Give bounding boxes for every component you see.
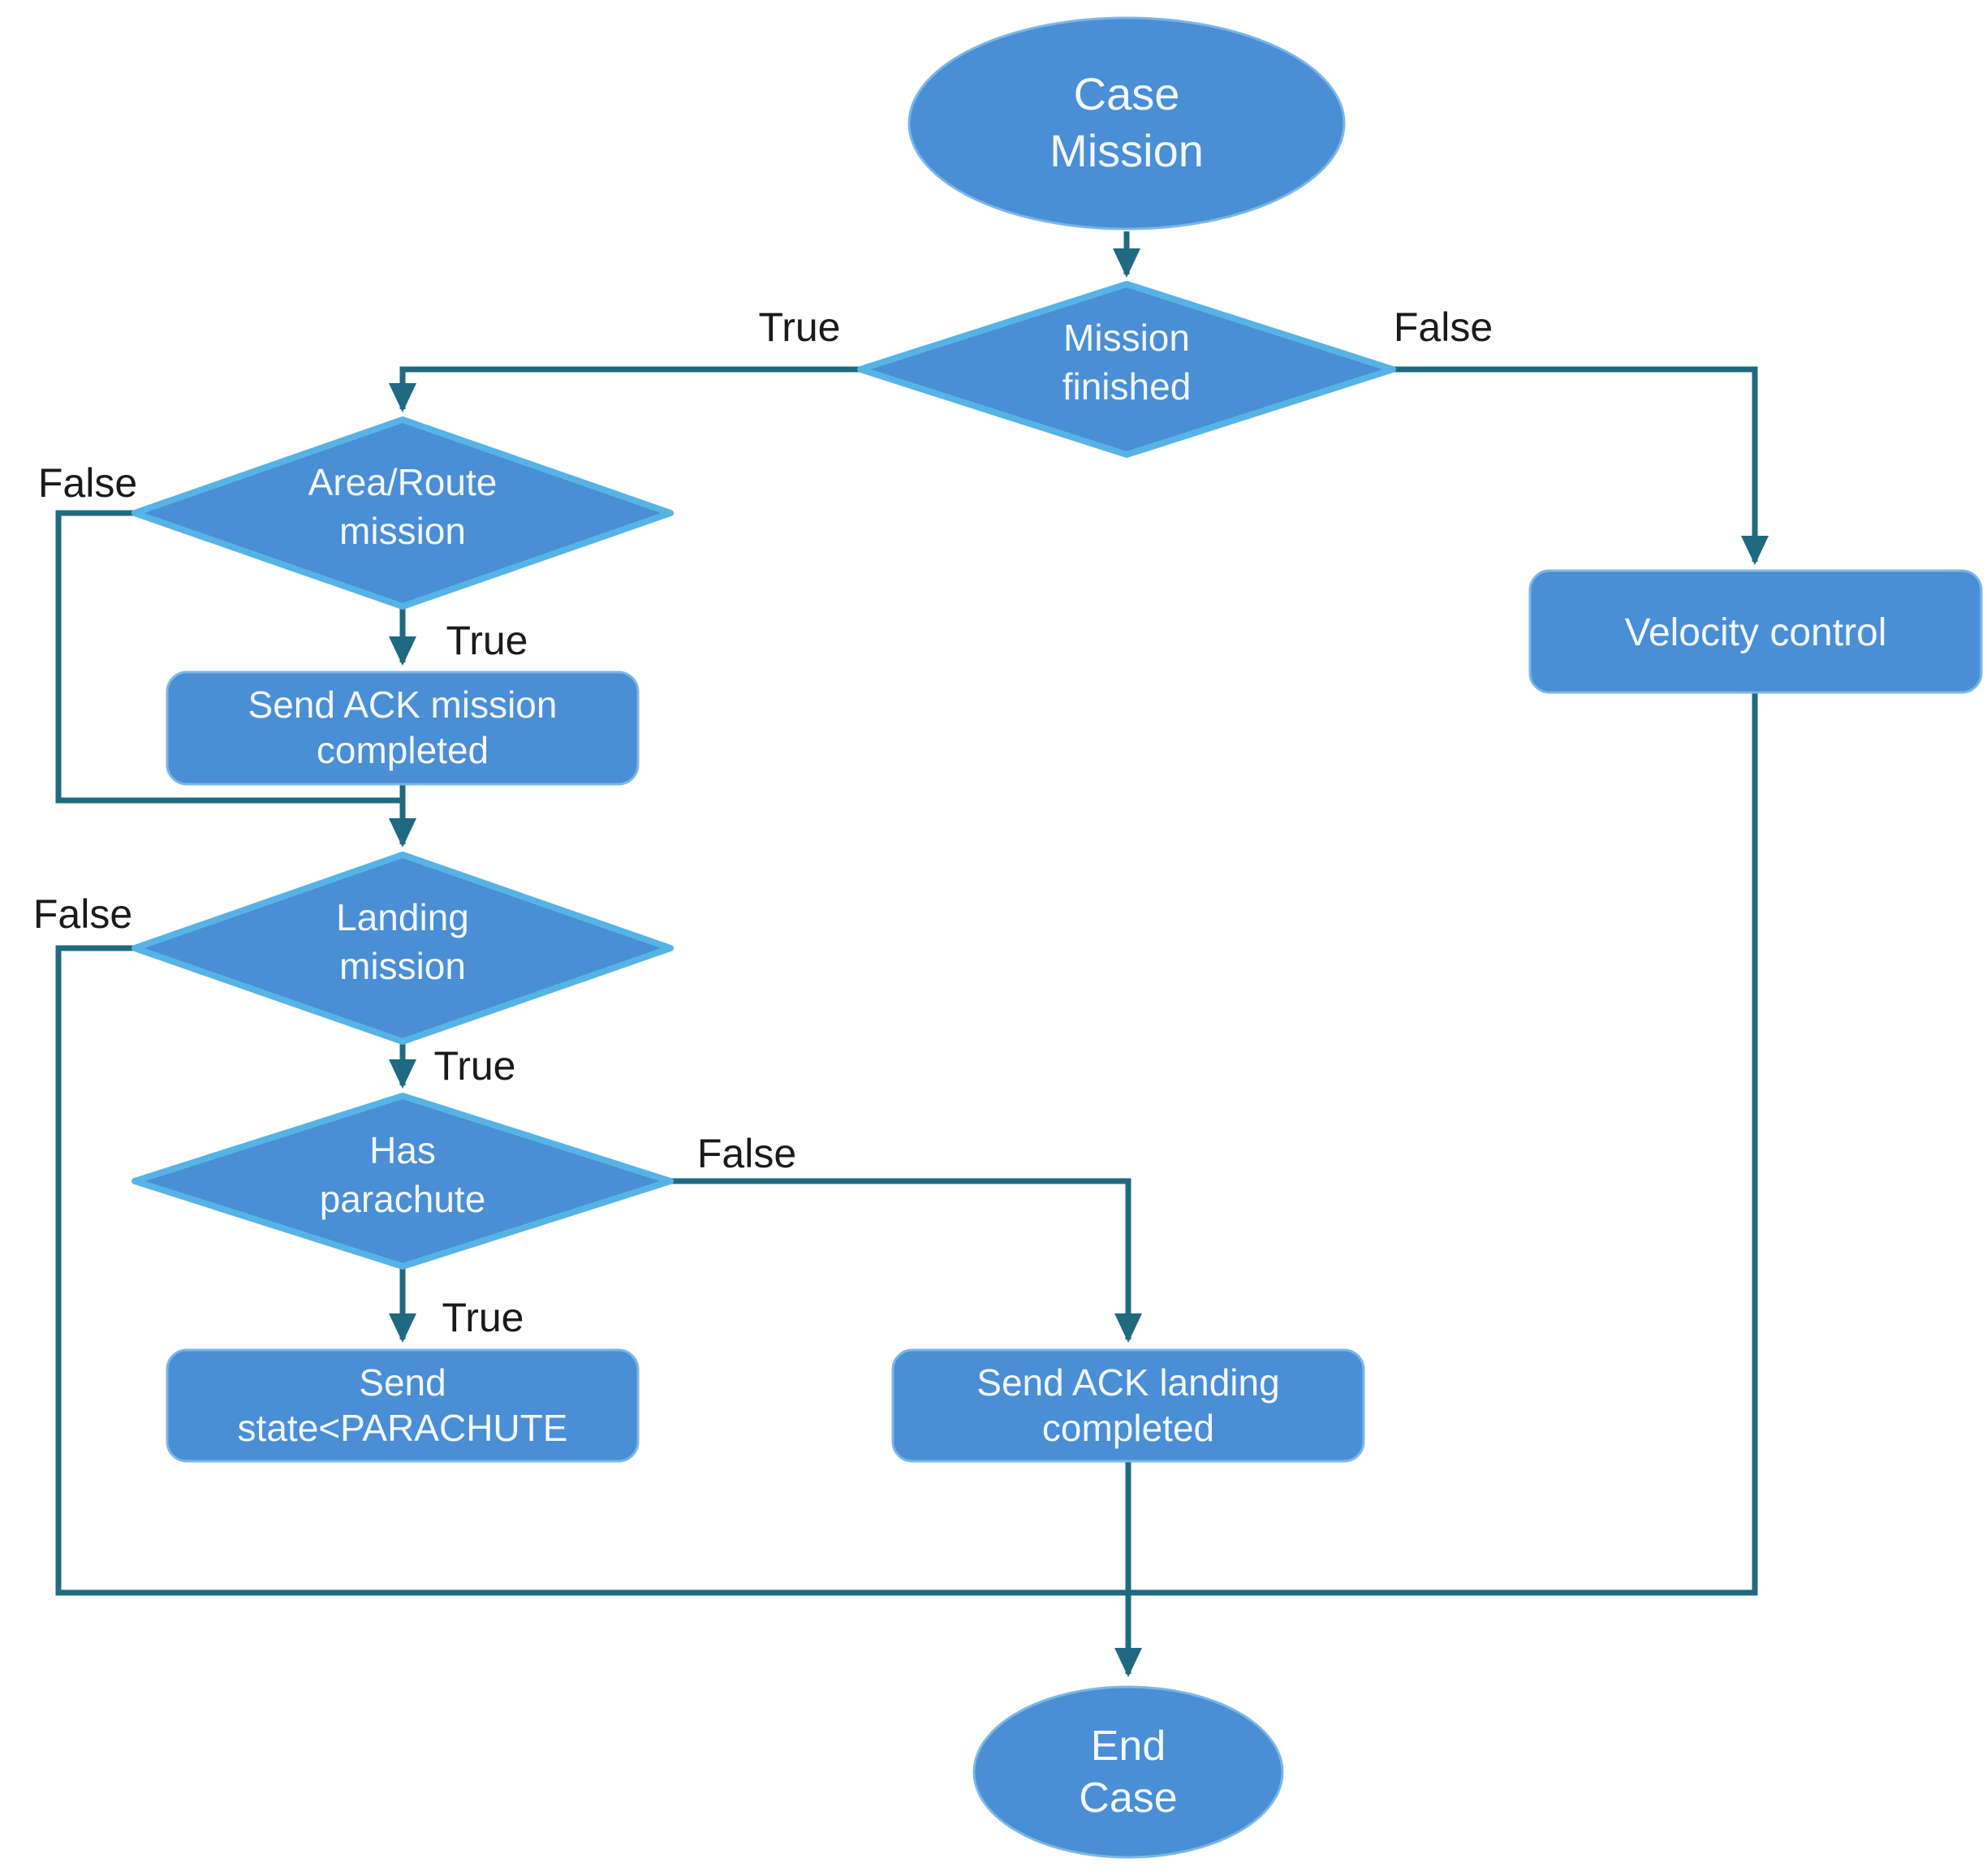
landing-diamond	[131, 852, 674, 1045]
edge-area-false-join	[55, 510, 403, 804]
label-parachute-false: False	[697, 1131, 796, 1176]
has-parachute-diamond	[131, 1093, 674, 1270]
start-label-line2: Mission	[1050, 125, 1204, 176]
send-state-parachute-line2: state<PARACHUTE	[238, 1407, 568, 1449]
start-ellipse	[907, 16, 1346, 231]
node-send-state-parachute: Send state<PARACHUTE	[166, 1348, 640, 1463]
node-area-route: Area/Route mission	[131, 416, 674, 610]
mission-finished-diamond	[857, 281, 1396, 458]
label-mission-true: True	[759, 304, 841, 350]
end-label-line2: Case	[1079, 1775, 1177, 1822]
node-mission-finished: Mission finished	[857, 281, 1396, 458]
area-route-line2: mission	[339, 510, 466, 552]
send-ack-landing-line2: completed	[1042, 1407, 1214, 1449]
edge-landing-false-join	[55, 945, 1128, 1596]
end-ellipse	[972, 1685, 1284, 1859]
label-landing-true: True	[434, 1043, 516, 1089]
label-landing-false: False	[33, 891, 132, 937]
node-start: Case Mission	[907, 16, 1346, 231]
end-label-line1: End	[1091, 1723, 1166, 1770]
start-label-line1: Case	[1074, 68, 1180, 119]
landing-line1: Landing	[336, 896, 469, 938]
send-ack-mission-line1: Send ACK mission	[248, 684, 558, 726]
velocity-control-rect	[1528, 569, 1983, 694]
landing-line2: mission	[339, 945, 466, 987]
label-parachute-true: True	[442, 1295, 524, 1340]
edge-mission-true-to-area-route	[389, 366, 862, 412]
node-end: End Case	[972, 1685, 1284, 1859]
label-area-true: True	[446, 618, 528, 663]
send-ack-landing-rect	[891, 1348, 1365, 1463]
node-send-ack-landing: Send ACK landing completed	[891, 1348, 1365, 1463]
send-ack-mission-line2: completed	[317, 729, 489, 771]
velocity-control-label: Velocity control	[1625, 611, 1887, 654]
edge-velocity-join	[1128, 692, 1758, 1596]
mission-finished-line1: Mission	[1063, 317, 1190, 359]
label-mission-false: False	[1394, 304, 1493, 350]
area-route-line1: Area/Route	[308, 461, 498, 503]
send-state-parachute-line1: Send	[359, 1361, 446, 1404]
node-landing: Landing mission	[131, 852, 674, 1045]
edge-labels: True False False True False True False T…	[33, 304, 1493, 1340]
label-area-false: False	[38, 460, 137, 506]
has-parachute-line1: Has	[369, 1129, 436, 1171]
node-send-ack-mission: Send ACK mission completed	[166, 671, 640, 786]
has-parachute-line2: parachute	[320, 1178, 486, 1220]
area-route-diamond	[131, 416, 674, 610]
send-state-parachute-rect	[166, 1348, 640, 1463]
send-ack-landing-line1: Send ACK landing	[976, 1361, 1279, 1404]
edges	[55, 231, 1769, 1677]
edge-parachute-false-to-send-ack-landing	[669, 1178, 1142, 1343]
send-ack-mission-rect	[166, 671, 640, 786]
node-velocity-control: Velocity control	[1528, 569, 1983, 694]
node-has-parachute: Has parachute	[131, 1093, 674, 1270]
edge-mission-false-to-velocity	[1391, 366, 1769, 565]
mission-finished-line2: finished	[1062, 365, 1192, 408]
